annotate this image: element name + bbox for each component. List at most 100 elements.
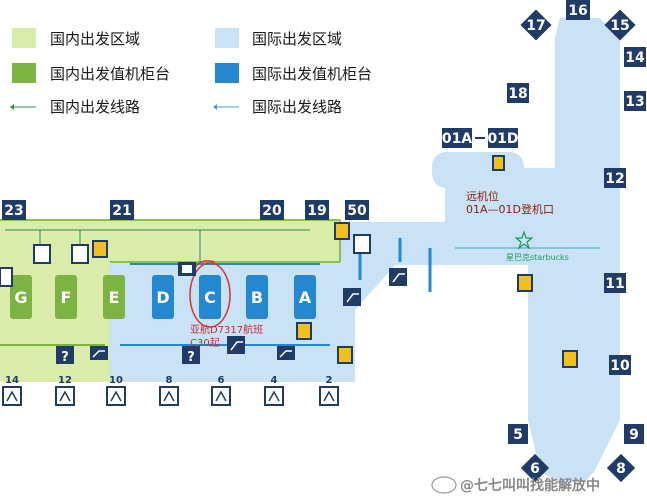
- exit-6-number: 6: [218, 375, 225, 386]
- legend-intl-counter: 国际出发值机柜台: [252, 65, 372, 83]
- legend-intl-route: 国际出发线路: [252, 98, 342, 116]
- legend-intl-area: 国际出发区域: [252, 30, 342, 48]
- legend-swatch-intl-counter: [215, 63, 239, 83]
- watermark: @七七叫叫找能解放中: [431, 476, 600, 494]
- gate-14-badge[interactable]: 14: [624, 47, 646, 67]
- counter-b-label: B: [251, 288, 263, 307]
- gate-18-label: 18: [508, 86, 527, 102]
- remote-stand-to-badge[interactable]: 01D: [487, 128, 519, 148]
- gate-8-badge[interactable]: 8: [606, 453, 636, 483]
- legend-swatch-intl-area: [215, 28, 239, 48]
- gate-19-badge[interactable]: 19: [305, 200, 329, 220]
- door-icon: [0, 267, 13, 287]
- gate-6-badge[interactable]: 6: [520, 453, 550, 483]
- restroom-icon: [337, 346, 353, 364]
- gate-15-badge[interactable]: 15: [604, 9, 636, 41]
- exit-icon[interactable]: [211, 386, 231, 406]
- weibo-icon: [431, 476, 457, 494]
- gate-17-label: 17: [526, 18, 545, 34]
- security-icon: [343, 288, 361, 306]
- gate-50-badge[interactable]: 50: [345, 200, 369, 220]
- counter-a-label: A: [299, 288, 312, 307]
- counters: G F E D C B A: [10, 275, 316, 319]
- gate-15-label: 15: [610, 18, 629, 34]
- legend: 国内出发区域 国内出发值机柜台 国内出发线路 国际出发区域 国际出发值机柜台 国…: [10, 28, 372, 116]
- remote-stand-from-badge[interactable]: 01A: [442, 128, 472, 148]
- security-icon: [178, 262, 196, 276]
- exit-icon[interactable]: [264, 386, 284, 406]
- gate-16-badge[interactable]: 16: [566, 0, 590, 20]
- exit-4-number: 4: [271, 375, 278, 386]
- gate-17-badge[interactable]: 17: [520, 9, 552, 41]
- svg-text:?: ?: [187, 350, 195, 365]
- gate-16-label: 16: [568, 3, 587, 19]
- gate-18-badge[interactable]: 18: [507, 83, 529, 103]
- facility-icons: ? ?: [0, 222, 578, 368]
- door-icon: [353, 234, 371, 254]
- legend-domestic-route: 国内出发线路: [50, 98, 140, 116]
- gate-11-label: 11: [605, 276, 624, 292]
- gate-14-label: 14: [625, 50, 645, 66]
- legend-intl-route-icon: [213, 104, 239, 110]
- remote-stand-from: 01A: [442, 131, 472, 147]
- help-icon: ?: [182, 346, 200, 365]
- legend-swatch-domestic-counter: [12, 63, 36, 83]
- legend-domestic-route-icon: [10, 104, 36, 110]
- restroom-icon: [334, 222, 350, 240]
- watermark-text: @七七叫叫找能解放中: [460, 477, 600, 494]
- gate-13-badge[interactable]: 13: [624, 91, 646, 111]
- svg-text:?: ?: [61, 350, 69, 365]
- remote-stand: 01A 01D 远机位 01A—01D登机口: [442, 128, 554, 216]
- exit-12-number: 12: [58, 375, 72, 386]
- counter-b[interactable]: B: [246, 275, 268, 319]
- restroom-icon: [92, 240, 108, 258]
- gate-5-label: 5: [513, 427, 523, 443]
- exit-icon[interactable]: [159, 386, 179, 406]
- restroom-icon: [296, 322, 312, 340]
- remote-stand-to: 01D: [487, 131, 518, 147]
- legend-domestic-area: 国内出发区域: [50, 30, 140, 48]
- bottom-exits: 14 12 10 8 6 4 2: [2, 375, 339, 406]
- exit-8-number: 8: [166, 375, 173, 386]
- remote-stand-area: [432, 152, 524, 188]
- exit-10-number: 10: [109, 375, 123, 386]
- legend-domestic-counter: 国内出发值机柜台: [50, 65, 170, 83]
- gate-10-badge[interactable]: 10: [609, 355, 631, 375]
- exit-icon[interactable]: [106, 386, 126, 406]
- gate-13-label: 13: [625, 94, 644, 110]
- counter-f-label: F: [61, 288, 72, 307]
- counter-e[interactable]: E: [103, 275, 125, 319]
- counter-f[interactable]: F: [55, 275, 77, 319]
- legend-swatch-domestic-area: [12, 28, 36, 48]
- counter-a[interactable]: A: [294, 275, 316, 319]
- counter-c[interactable]: C: [199, 275, 221, 319]
- gate-12-badge[interactable]: 12: [604, 168, 626, 188]
- gate-12-label: 12: [605, 171, 624, 187]
- exit-icon[interactable]: [2, 386, 22, 406]
- gate-23-badge[interactable]: 23: [2, 200, 26, 220]
- gate-21-badge[interactable]: 21: [110, 200, 134, 220]
- annotation-line1: 亚航D7317航班: [190, 323, 263, 336]
- exit-icon[interactable]: [55, 386, 75, 406]
- door-icon: [33, 244, 51, 264]
- security-icon: [389, 268, 407, 286]
- star-icon: [514, 230, 534, 250]
- exit-14-number: 14: [5, 375, 19, 386]
- gate-5-badge[interactable]: 5: [508, 424, 528, 444]
- counter-g-label: G: [14, 288, 27, 307]
- counter-c-label: C: [204, 288, 216, 307]
- exit-icon[interactable]: [319, 386, 339, 406]
- gate-9-badge[interactable]: 9: [624, 424, 644, 444]
- gate-9-label: 9: [629, 427, 639, 443]
- gate-8-label: 8: [616, 461, 626, 477]
- gate-21-label: 21: [112, 203, 131, 219]
- gate-19-label: 19: [307, 203, 326, 219]
- gate-20-badge[interactable]: 20: [260, 200, 284, 220]
- starbucks-label: 星巴克starbucks: [506, 253, 569, 262]
- counter-g[interactable]: G: [10, 275, 32, 319]
- gate-50-label: 50: [347, 203, 367, 219]
- gate-11-badge[interactable]: 11: [604, 273, 626, 293]
- counter-d[interactable]: D: [152, 275, 174, 319]
- gate-6-label: 6: [530, 461, 540, 477]
